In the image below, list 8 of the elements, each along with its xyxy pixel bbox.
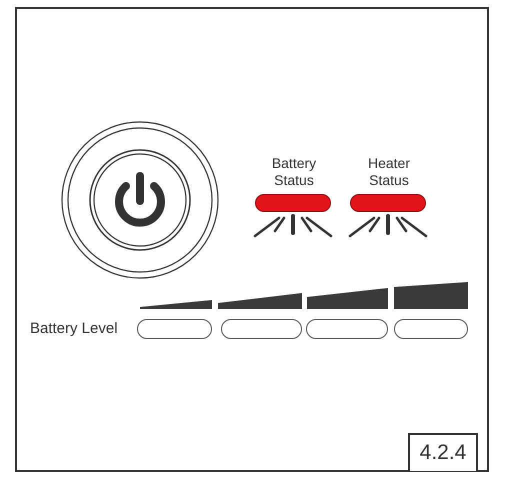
indicator-label: Battery Status <box>270 155 318 189</box>
level-label: Battery Level <box>30 320 118 337</box>
level-indicator <box>394 319 468 339</box>
level-indicator <box>221 319 302 339</box>
figure-number: 4.2.4 <box>408 433 478 471</box>
indicator-label: Heater Status <box>366 155 412 189</box>
level-indicator <box>137 319 212 339</box>
level-indicator <box>306 319 388 339</box>
